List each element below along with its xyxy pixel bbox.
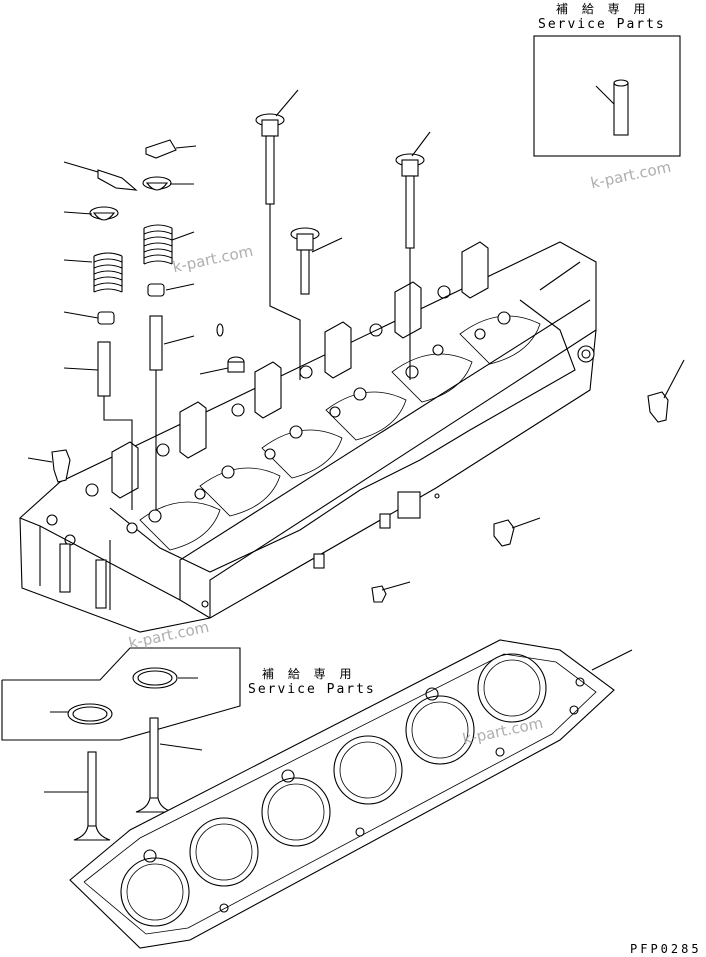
valve-stems (126, 311, 511, 534)
service-label-top-jp: 補 給 専 用 (556, 2, 651, 16)
valve-stem-seals (97, 283, 165, 325)
valve-springs (93, 224, 173, 293)
head-gasket (69, 639, 615, 949)
valve-guides (97, 315, 245, 397)
drawing-code: PFP0285 (630, 942, 702, 956)
rocker-bosses (111, 241, 489, 499)
head-bolts (255, 113, 425, 295)
service-box-bottom (1, 647, 241, 741)
service-label-top-en: Service Parts (538, 17, 666, 32)
valve-collets (97, 139, 177, 191)
service-label-bottom-en: Service Parts (248, 682, 376, 697)
cylinder-head (19, 241, 597, 633)
service-label-bottom-jp: 補 給 専 用 (262, 667, 357, 681)
spring-retainers (89, 176, 172, 221)
service-box-top (533, 35, 681, 157)
plugs (51, 391, 669, 603)
valve-ports (139, 315, 541, 551)
valves (73, 717, 173, 841)
leader-lines (27, 89, 685, 793)
